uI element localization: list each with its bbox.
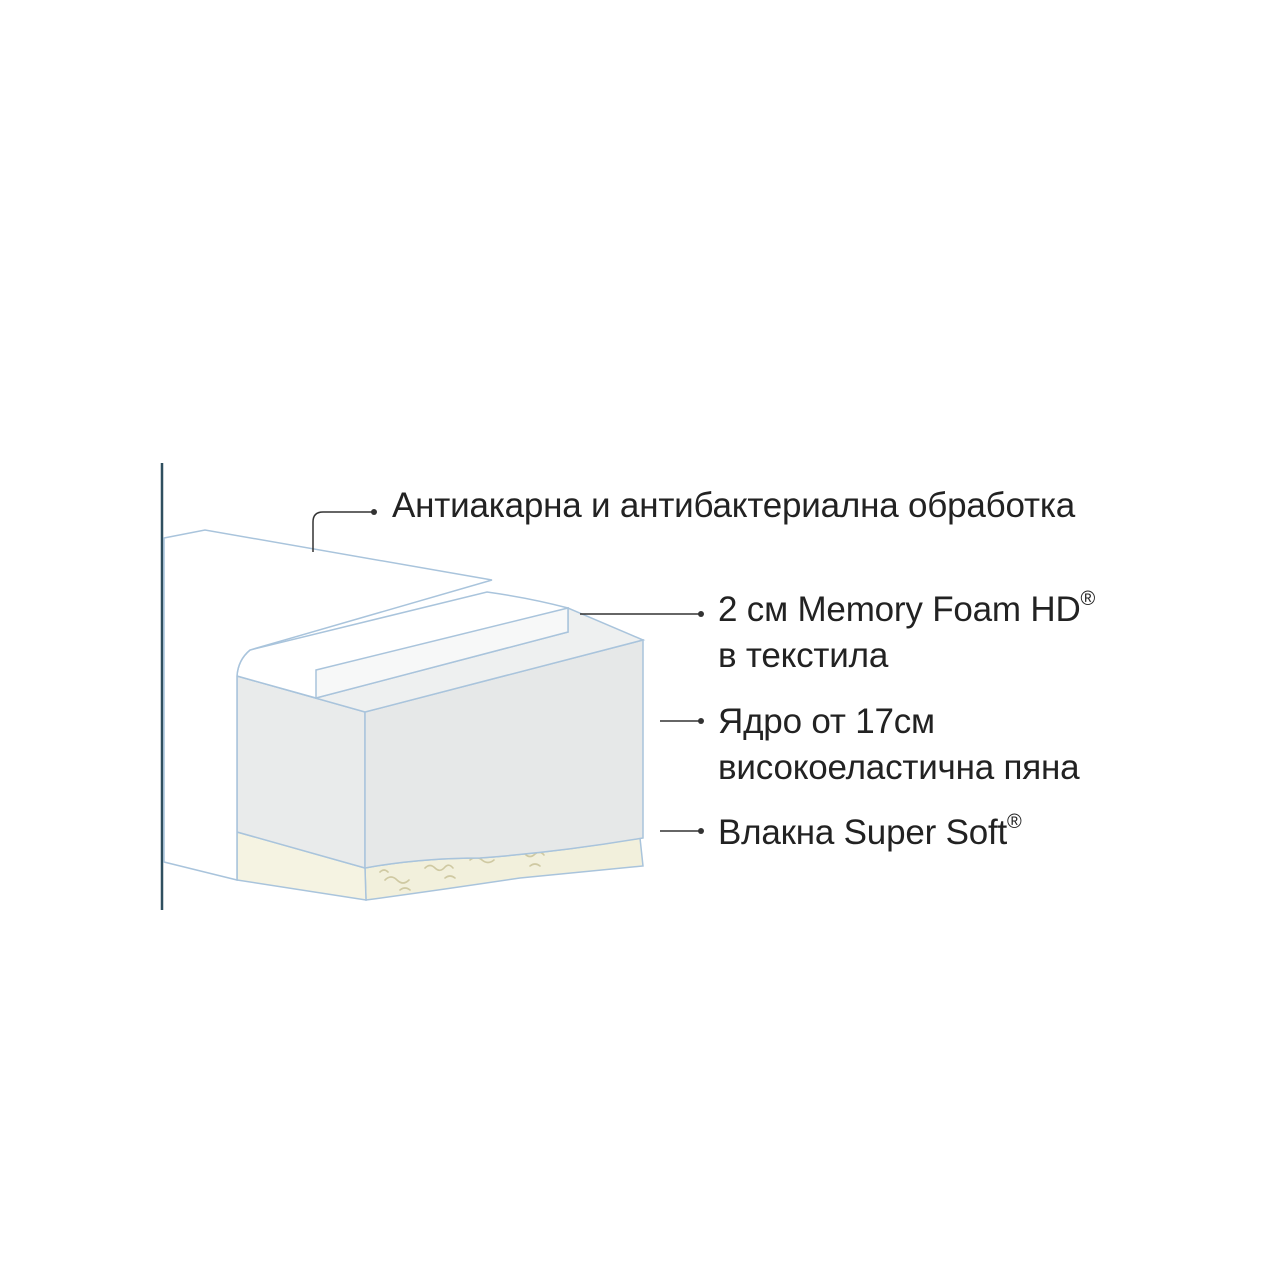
label-memory-foam-line2: в текстила [718,636,889,675]
label-treatment-text: Антиакарна и антибактериална обработка [392,486,1076,525]
label-fiber-text: Влакна Super Soft [718,813,1008,852]
leader-treatment [312,511,372,552]
label-core-line1: Ядро от 17см [718,702,935,741]
label-memory-foam: 2 см Memory Foam HD® в текстила [718,587,1095,679]
label-memory-foam-line1: 2 см Memory Foam HD® [718,588,1096,629]
registered-mark: ® [1080,588,1096,611]
label-core: Ядро от 17см високоеластична пяна [718,699,1080,791]
leader-dots [371,509,704,834]
label-fiber: Влакна Super Soft® [718,810,1022,856]
memory-foam-topper-edge [315,607,569,699]
core-foam-front [364,639,644,869]
leader-lines [312,511,700,832]
label-core-line2: високоеластична пяна [718,748,1080,787]
textile-cover [163,529,493,881]
label-treatment: Антиакарна и антибактериална обработка [392,483,1075,529]
registered-mark: ® [1007,811,1022,834]
